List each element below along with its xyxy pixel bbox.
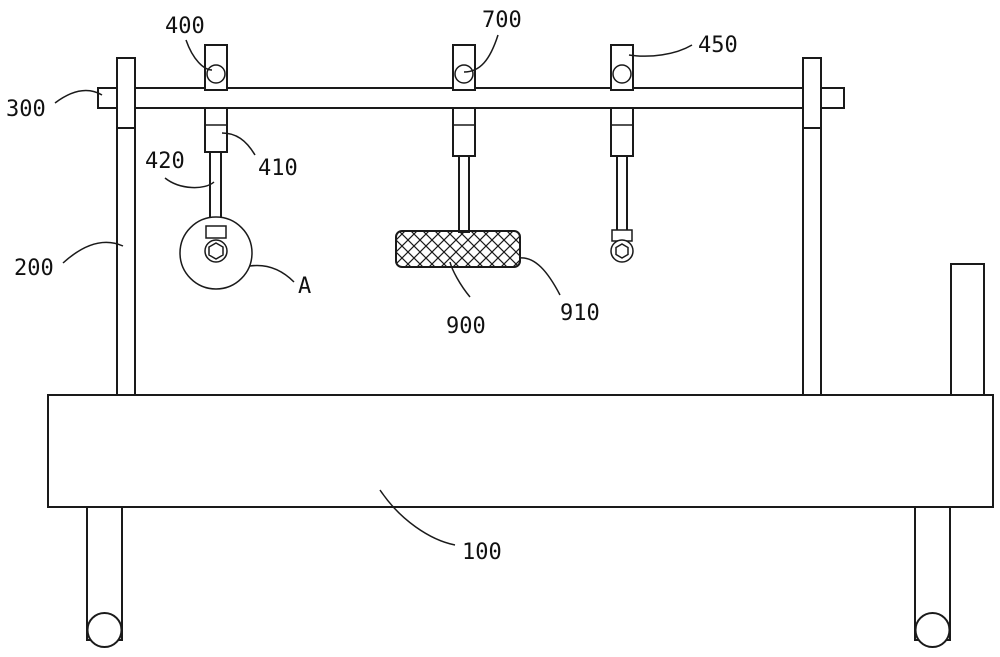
right-upright-block xyxy=(950,263,985,397)
base-body xyxy=(47,394,994,508)
leader-400 xyxy=(185,39,213,71)
label-450: 450 xyxy=(698,33,738,58)
left-leg xyxy=(86,504,123,648)
label-300: 300 xyxy=(6,97,46,122)
hanger-left xyxy=(179,44,253,290)
label-100: 100 xyxy=(462,540,502,565)
right-leg xyxy=(914,504,951,648)
label-700: 700 xyxy=(482,8,522,33)
label-910: 910 xyxy=(560,301,600,326)
leader-300 xyxy=(54,89,103,104)
right-rod-clamp xyxy=(802,57,822,129)
leader-900 xyxy=(449,261,471,298)
leader-410 xyxy=(221,132,256,156)
leader-420 xyxy=(164,177,215,189)
leader-450 xyxy=(628,44,693,57)
leader-200 xyxy=(62,241,124,264)
leader-700 xyxy=(463,34,499,73)
leader-100 xyxy=(379,489,456,546)
label-a: A xyxy=(298,274,311,299)
label-900: 900 xyxy=(446,314,486,339)
label-200: 200 xyxy=(14,256,54,281)
leader-910 xyxy=(518,257,561,296)
label-410: 410 xyxy=(258,156,298,181)
hanger-middle xyxy=(395,44,521,268)
leader-a xyxy=(249,264,295,283)
label-420: 420 xyxy=(145,149,185,174)
label-400: 400 xyxy=(165,14,205,39)
left-rod-clamp xyxy=(116,57,136,129)
hanger-right xyxy=(610,44,634,263)
roller-body xyxy=(395,230,521,268)
